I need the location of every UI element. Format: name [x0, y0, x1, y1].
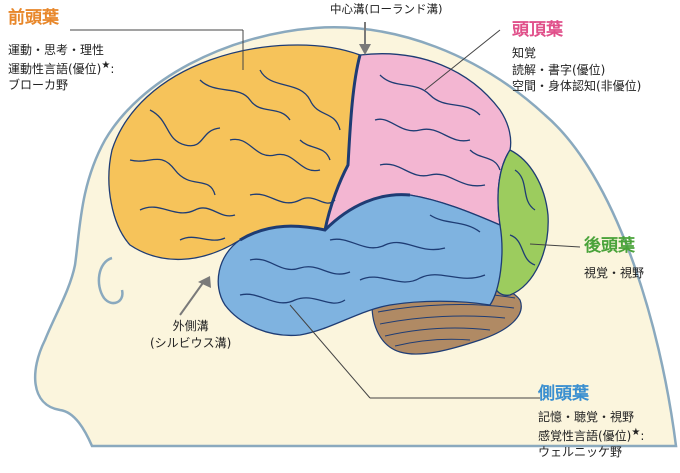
occipital-lobe: [491, 149, 549, 296]
parietal-lobe-desc: 知覚 読解・書字(優位) 空間・身体認知(非優位): [512, 45, 641, 95]
frontal-line-2-text: 運動性言語(優位): [8, 61, 102, 76]
leader-lines: [70, 29, 581, 399]
frontal-lobe-title: 前頭葉: [8, 8, 59, 28]
temporal-colon: :: [640, 428, 645, 443]
occipital-lobe-title: 後頭葉: [584, 236, 635, 256]
parietal-lobe-title: 頭頂葉: [512, 20, 563, 40]
leader-parietal: [424, 29, 501, 91]
gyri: [129, 69, 536, 304]
lateral-sulcus-line-2: (シルビウス溝): [150, 335, 232, 350]
lateral-sulcus: [239, 193, 411, 242]
frontal-colon: :: [110, 61, 115, 76]
ear: [97, 256, 124, 305]
temporal-lobe-desc: 記憶・聴覚・視野 感覚性言語(優位)★: ウェルニッケ野: [538, 409, 644, 461]
occipital-line-1: 視覚・視野: [584, 266, 645, 280]
leader-temporal-diag: [289, 304, 371, 399]
parietal-line-2: 読解・書字(優位): [512, 62, 606, 77]
central-sulcus: [323, 54, 362, 231]
frontal-lobe: [108, 44, 361, 261]
lateral-sulcus-arrow: [198, 276, 211, 288]
leader-occipital: [529, 243, 581, 248]
lateral-sulcus-line-1: 外側溝: [172, 319, 209, 333]
frontal-line-3: ブローカ野: [8, 78, 69, 93]
temporal-line-1: 記憶・聴覚・視野: [538, 410, 635, 424]
frontal-line-1: 運動・思考・理性: [8, 43, 105, 57]
pointer-arrows: [179, 22, 371, 316]
temporal-line-2: 感覚性言語(優位)★:: [538, 426, 644, 445]
frontal-lobe-desc: 運動・思考・理性 運動性言語(優位)★: ブローカ野: [8, 42, 114, 94]
central-sulcus-label: 中心溝(ローランド溝): [330, 2, 443, 16]
temporal-star: ★: [631, 426, 641, 438]
parietal-line-1: 知覚: [512, 46, 537, 60]
parietal-line-3: 空間・身体認知(非優位): [512, 79, 642, 94]
temporal-line-2-text: 感覚性言語(優位): [538, 428, 632, 443]
central-sulcus-arrow: [359, 44, 371, 55]
lateral-sulcus-label: 外側溝 (シルビウス溝): [150, 318, 231, 351]
frontal-star: ★: [101, 59, 111, 71]
frontal-line-2: 運動性言語(優位)★:: [8, 59, 114, 78]
temporal-line-3: ウェルニッケ野: [538, 445, 623, 460]
temporal-lobe-title: 側頭葉: [538, 384, 589, 404]
